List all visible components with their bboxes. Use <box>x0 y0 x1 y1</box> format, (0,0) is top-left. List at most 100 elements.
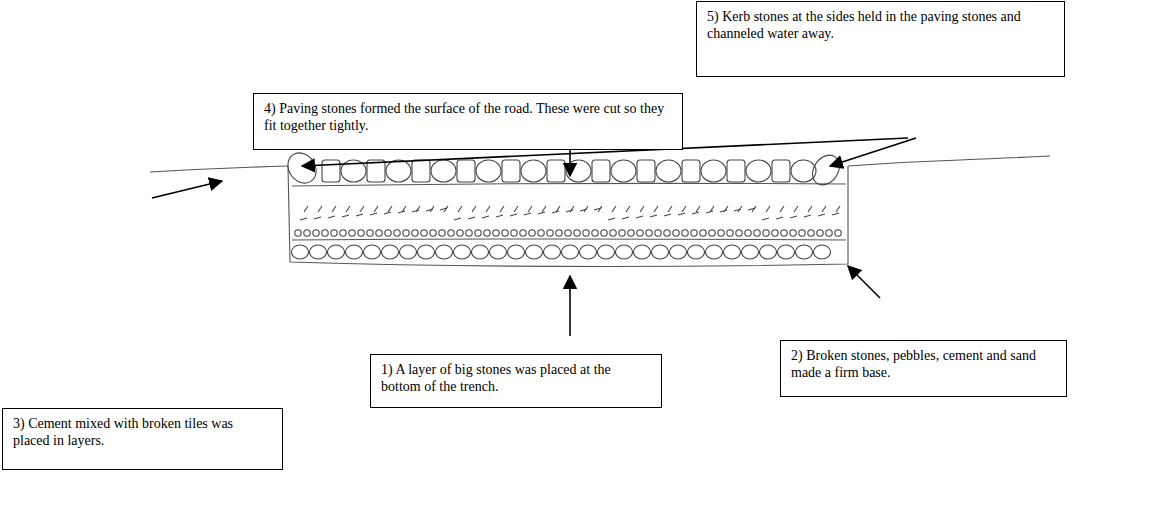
tile-fragment <box>398 211 405 213</box>
tile-fragment <box>570 206 574 212</box>
tile-fragment <box>710 206 714 212</box>
pebble <box>511 230 517 236</box>
pebble <box>664 230 670 236</box>
callout-box: 1) A layer of big stones was placed at t… <box>370 354 662 408</box>
pebble <box>448 230 454 236</box>
tile-fragment <box>822 206 826 212</box>
pebble <box>340 230 346 236</box>
pebble <box>565 230 571 236</box>
big-stone <box>670 245 687 259</box>
pebble <box>601 230 607 236</box>
big-stone <box>580 245 597 259</box>
big-stone <box>454 245 471 259</box>
tile-fragment <box>682 206 686 212</box>
paving-stone <box>476 160 501 182</box>
pebble <box>754 230 760 236</box>
big-stone <box>688 245 705 259</box>
tile-fragment <box>780 206 784 212</box>
big-stone <box>598 245 615 259</box>
paving-stone <box>701 160 726 182</box>
pebble <box>637 230 643 236</box>
pebble <box>538 230 544 236</box>
tile-fragment <box>836 206 840 212</box>
tile-fragment <box>468 217 475 219</box>
tile-fragment <box>388 206 392 212</box>
big-stone <box>562 245 579 259</box>
pebble <box>718 230 724 236</box>
tile-fragment <box>458 206 462 212</box>
big-stone <box>544 245 561 259</box>
tile-fragment <box>738 206 742 212</box>
callout-box: 3) Cement mixed with broken tiles was pl… <box>2 408 283 470</box>
tile-fragment <box>486 206 490 212</box>
big-stone <box>490 245 507 259</box>
pebble <box>655 230 661 236</box>
big-stone <box>382 245 399 259</box>
big-stone <box>616 245 633 259</box>
big-stone <box>796 245 813 259</box>
paving-stone <box>746 160 771 182</box>
tile-fragment <box>444 206 448 212</box>
tile-fragment <box>612 206 616 212</box>
big-stone <box>652 245 669 259</box>
pebble <box>790 230 796 236</box>
pebble <box>574 230 580 236</box>
tile-fragment <box>706 211 713 213</box>
paving-stone <box>457 160 475 182</box>
tile-fragment <box>430 206 434 212</box>
tile-fragment <box>524 213 531 215</box>
pebble <box>385 230 391 236</box>
tile-fragment <box>416 206 420 212</box>
tile-fragment <box>328 216 335 218</box>
pebble <box>592 230 598 236</box>
tile-fragment <box>496 215 503 217</box>
tile-fragment <box>626 206 630 212</box>
paving-stone <box>727 160 745 182</box>
big-stone <box>526 245 543 259</box>
tile-fragment <box>454 218 461 220</box>
tile-fragment <box>608 218 615 220</box>
tile-fragment <box>346 206 350 212</box>
tile-fragment <box>514 206 518 212</box>
pebble <box>619 230 625 236</box>
paving-stone <box>386 160 411 182</box>
pebble <box>367 230 373 236</box>
pebble <box>808 230 814 236</box>
pebble <box>493 230 499 236</box>
big-stone <box>310 245 327 259</box>
paving-stone <box>521 160 546 182</box>
tile-fragment <box>622 217 629 219</box>
tile-fragment <box>776 217 783 219</box>
ground-line <box>150 156 1050 172</box>
pebble <box>835 230 841 236</box>
leader-arrow <box>830 138 916 166</box>
big-stone <box>400 245 417 259</box>
paving-stone <box>502 160 520 182</box>
pebble <box>304 230 310 236</box>
big-stone <box>814 245 831 259</box>
paving-stone <box>682 160 700 182</box>
tile-fragment <box>482 216 489 218</box>
pebble <box>727 230 733 236</box>
tile-fragment <box>314 217 321 219</box>
paving-stone <box>656 160 681 182</box>
tile-fragment <box>552 211 559 213</box>
paving-stone <box>637 160 655 182</box>
tile-fragment <box>412 210 419 212</box>
big-stone <box>742 245 759 259</box>
tile-fragment <box>598 206 602 212</box>
tile-fragment <box>528 206 532 212</box>
pebble <box>826 230 832 236</box>
tile-fragment <box>724 206 728 212</box>
tile-fragment <box>332 206 336 212</box>
leader-arrow <box>848 266 880 298</box>
pebble <box>475 230 481 236</box>
pebble <box>763 230 769 236</box>
tile-fragment <box>584 206 588 212</box>
tile-fragment <box>304 206 308 212</box>
tile-fragment <box>752 206 756 212</box>
tile-fragment <box>538 212 545 214</box>
tile-fragment <box>762 218 769 220</box>
pebble <box>583 230 589 236</box>
tile-fragment <box>832 213 839 215</box>
